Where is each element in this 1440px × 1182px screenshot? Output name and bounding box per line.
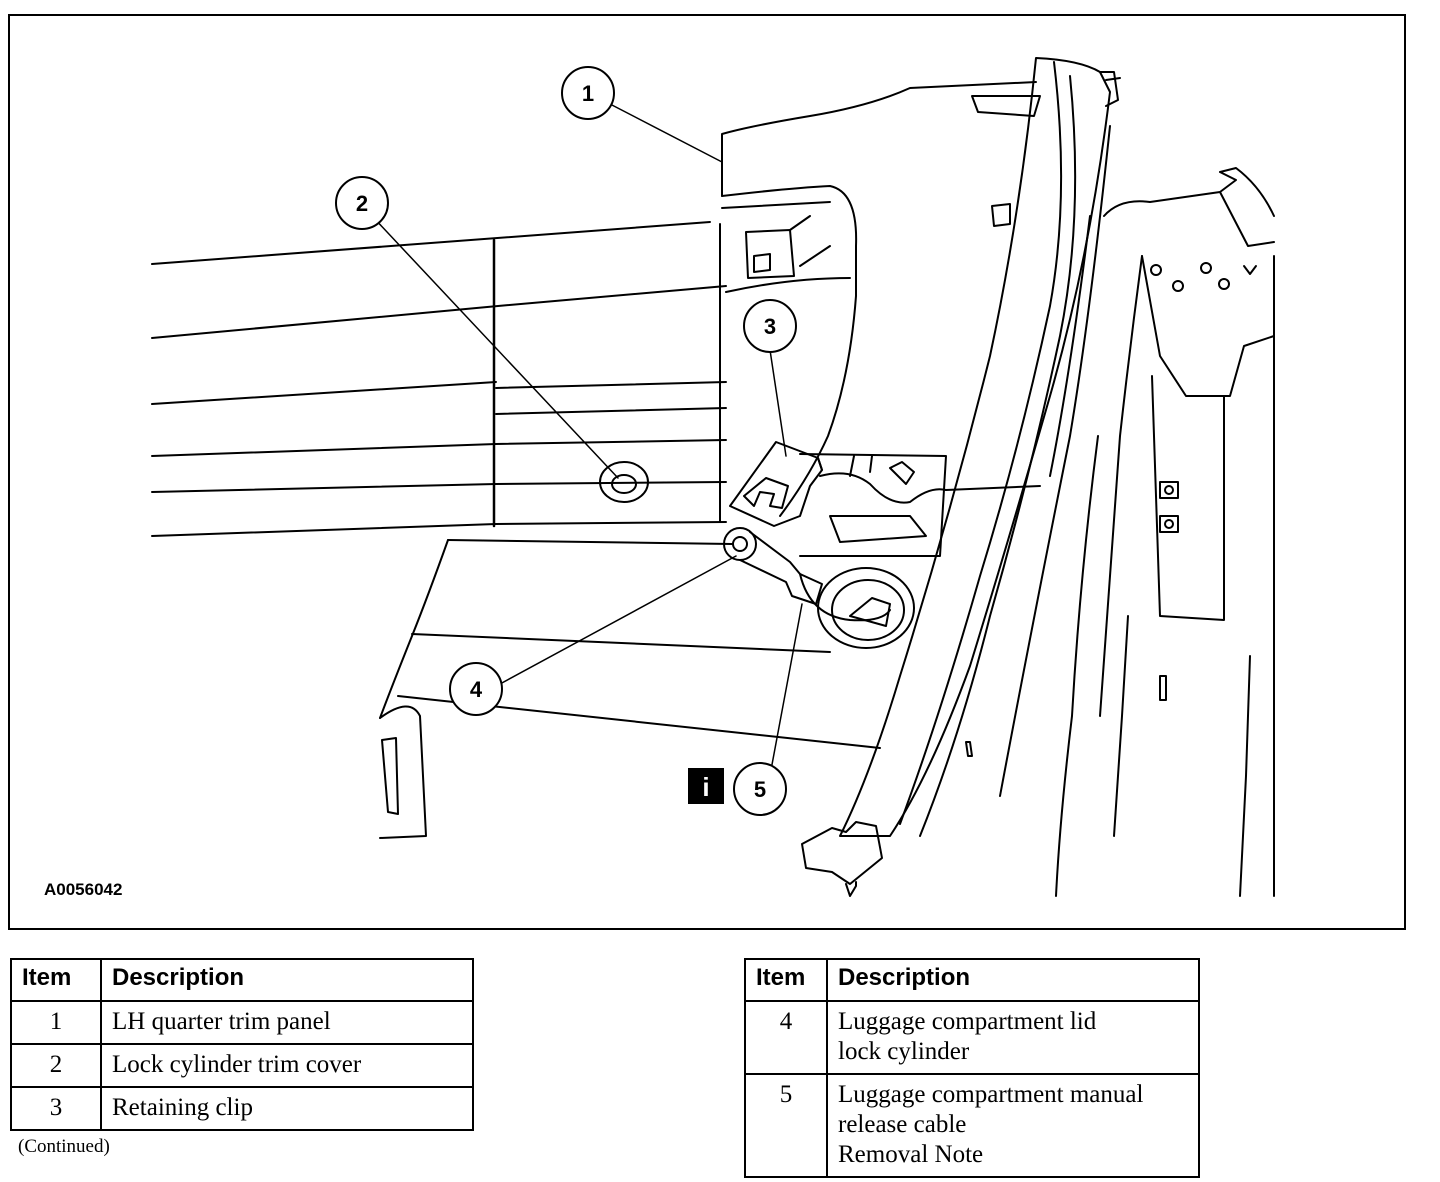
item-number: 3 [10,1086,102,1131]
info-icon[interactable]: i [688,768,724,804]
item-description: Luggage compartment lid lock cylinder [826,1000,1200,1075]
callout-2: 2 [335,176,389,230]
trim-panel-illustration: 1 2 3 4 5 i [151,57,1275,897]
legend-table-right: Item Description 4 Luggage compartment l… [744,958,1200,1178]
callout-3: 3 [743,299,797,353]
item-description: Retaining clip [100,1086,474,1131]
callout-5: 5 [733,762,787,816]
pillar [801,57,1121,897]
latch-mechanism [799,453,1041,557]
svg-text:1: 1 [582,81,594,106]
svg-text:3: 3 [764,314,776,339]
table-row: 2 Lock cylinder trim cover [10,1043,474,1088]
item-description: LH quarter trim panel [100,1000,474,1045]
item-description: Luggage compartment manual release cable… [826,1073,1200,1178]
table-row: 1 LH quarter trim panel [10,1000,474,1045]
header-description: Description [100,958,474,1002]
leader-lines [371,103,803,787]
release-cable-ring [817,567,915,649]
svg-text:5: 5 [754,777,766,802]
item-description: Lock cylinder trim cover [100,1043,474,1088]
table-row: 4 Luggage compartment lid lock cylinder [744,1000,1200,1075]
continued-note: (Continued) [18,1136,110,1157]
table-header-row: Item Description [10,958,474,1002]
retaining-clip [729,441,823,527]
figure-id: A0056042 [44,880,123,899]
legend-table-left: Item Description 1 LH quarter trim panel… [10,958,474,1131]
table-row: 5 Luggage compartment manual release cab… [744,1073,1200,1178]
lock-cylinder-trim-cover [599,461,649,503]
body-structure [1055,167,1275,897]
svg-text:4: 4 [470,677,483,702]
item-number: 4 [744,1000,828,1075]
table-header-row: Item Description [744,958,1200,1002]
callout-4: 4 [449,662,503,716]
item-number: 1 [10,1000,102,1045]
header-description: Description [826,958,1200,1002]
header-item: Item [10,958,102,1002]
table-row: 3 Retaining clip [10,1086,474,1131]
quarter-trim-panel [721,81,1037,517]
callout-1: 1 [561,66,615,120]
header-item: Item [744,958,828,1002]
item-number: 2 [10,1043,102,1088]
lock-cylinder [723,527,891,622]
figure-frame: 1 2 3 4 5 i A0056042 [8,14,1406,930]
item-number: 5 [744,1073,828,1178]
svg-text:2: 2 [356,191,368,216]
svg-text:i: i [702,772,709,802]
panel-ribs [151,221,727,537]
